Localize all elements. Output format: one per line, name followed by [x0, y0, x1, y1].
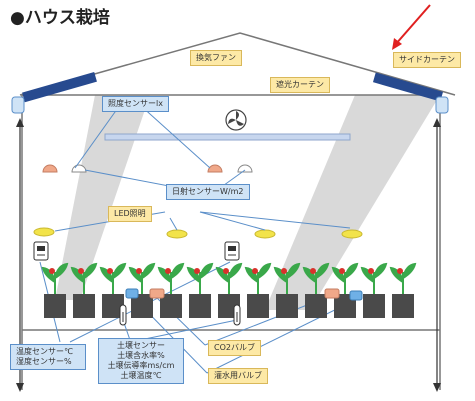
co2-valve-icon	[149, 288, 165, 299]
strawberry-icon	[107, 268, 113, 274]
soil-box	[363, 294, 385, 318]
fan-label: 換気ファン	[190, 50, 242, 66]
side-curtain-right	[435, 96, 449, 114]
humidity-sensor-text: 湿度センサー%	[16, 357, 72, 366]
height-arrow-head	[16, 118, 24, 127]
plant-icon	[128, 262, 156, 294]
soil-probe-icon	[119, 304, 127, 326]
soil-box	[44, 294, 66, 318]
sunbeam-right	[265, 95, 440, 310]
led-light	[254, 229, 276, 239]
soil-box	[189, 294, 211, 318]
side-curtain-label: サイドカーテン	[393, 52, 461, 68]
illuminance-sensor-label: 照度センサーlx	[102, 96, 169, 112]
soil-sensor-text: 土壌センサー	[117, 341, 165, 350]
soil-sensor-label: 土壌センサー 土壌含水率% 土壌伝導率ms/cm 土壌温度℃	[98, 338, 184, 384]
irrigation-valve-icon	[125, 288, 139, 299]
plant-icon	[186, 262, 214, 294]
plant-icon	[99, 262, 127, 294]
height-arrow-head	[433, 118, 441, 127]
led-light	[341, 229, 363, 239]
led-light	[166, 229, 188, 239]
solar-sensor-label: 日射センサーW/m2	[166, 184, 250, 200]
plant-icon	[157, 262, 185, 294]
irrigation-valve-icon	[349, 290, 363, 301]
soil-box	[160, 294, 182, 318]
plant-icon	[389, 262, 417, 294]
sensor-dome	[237, 164, 253, 173]
height-arrows	[19, 125, 438, 385]
plant-icon	[244, 262, 272, 294]
strawberry-icon	[165, 268, 171, 274]
plant-icon	[273, 262, 301, 294]
soil-box	[276, 294, 298, 318]
height-arrow-head	[433, 383, 441, 392]
plant-icon	[215, 262, 243, 294]
shade-curtain-bar	[104, 133, 351, 141]
co2-valve-icon	[324, 288, 340, 299]
led-light	[33, 227, 55, 237]
temp-sensor-text: 温度センサー℃	[16, 347, 73, 356]
strawberry-icon	[223, 268, 229, 274]
sensor-dome	[42, 164, 58, 173]
led-label: LED照明	[108, 206, 152, 222]
thermo-hygrometer-icon	[33, 241, 49, 261]
soil-temperature-text: 土壌温度℃	[120, 371, 162, 380]
soil-box	[247, 294, 269, 318]
soil-probe-icon	[233, 304, 241, 326]
strawberry-icon	[49, 268, 55, 274]
co2-valve-label: CO2バルブ	[208, 340, 261, 356]
solar-panel-left	[22, 71, 97, 103]
solar-panel-right	[372, 72, 444, 102]
page-title: ●ハウス栽培	[10, 8, 110, 28]
soil-box	[73, 294, 95, 318]
sunbeam-left	[55, 95, 150, 300]
plant-icon	[331, 262, 359, 294]
plant-icon	[70, 262, 98, 294]
soil-box	[305, 294, 327, 318]
side-curtain-left	[11, 96, 25, 114]
plant-icon	[41, 262, 69, 294]
strawberry-icon	[252, 268, 258, 274]
strawberry-icon	[136, 268, 142, 274]
fan-icon	[225, 109, 247, 131]
plant-icon	[360, 262, 388, 294]
plant-icon	[302, 262, 330, 294]
pointer-arrow-head	[392, 38, 402, 50]
strawberry-icon	[281, 268, 287, 274]
soil-box	[392, 294, 414, 318]
temp-humidity-label: 温度センサー℃ 湿度センサー%	[10, 344, 86, 370]
strawberry-icon	[397, 268, 403, 274]
sensor-dome	[207, 164, 223, 173]
soil-box	[102, 294, 124, 318]
strawberry-icon	[194, 268, 200, 274]
strawberry-icon	[310, 268, 316, 274]
strawberry-icon	[339, 268, 345, 274]
pointer-arrow	[394, 4, 431, 46]
shade-curtain-label: 遮光カーテン	[270, 77, 330, 93]
soil-conductivity-text: 土壌伝導率ms/cm	[107, 361, 175, 370]
height-arrow-head	[16, 383, 24, 392]
strawberry-icon	[78, 268, 84, 274]
irrigation-valve-label: 灌水用バルブ	[208, 368, 268, 384]
soil-box	[131, 294, 153, 318]
thermo-hygrometer-icon	[224, 241, 240, 261]
strawberry-icon	[368, 268, 374, 274]
soil-moisture-text: 土壌含水率%	[117, 351, 165, 360]
